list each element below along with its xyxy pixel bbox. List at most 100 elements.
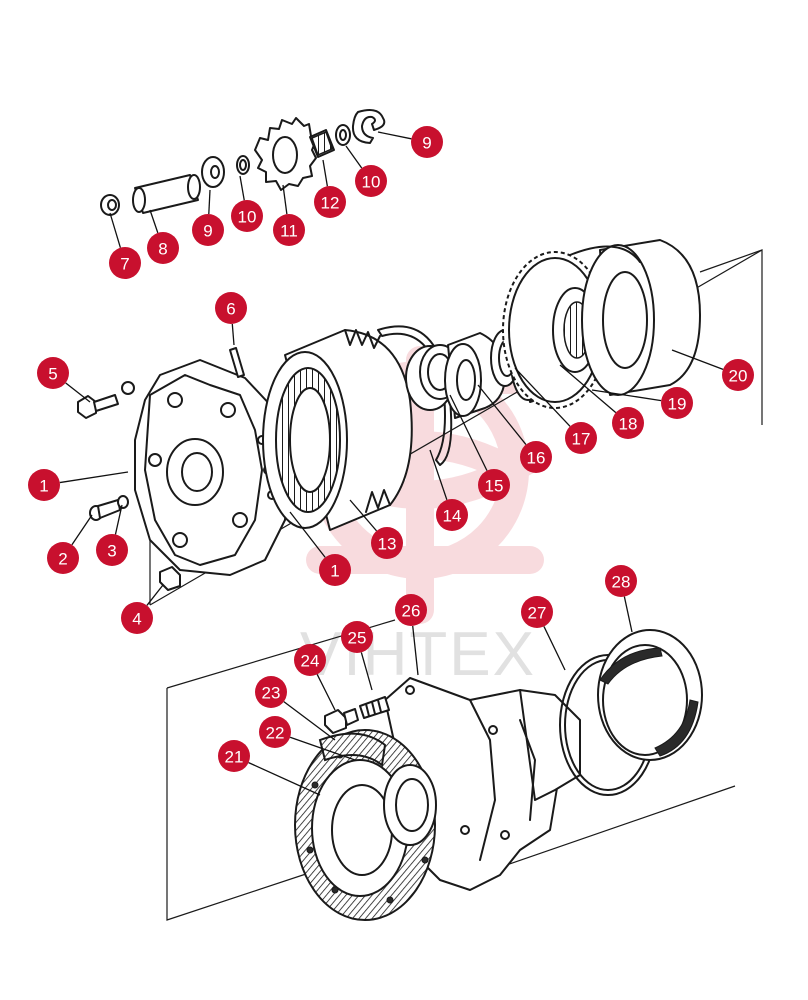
callout-badge xyxy=(722,359,754,391)
gasket xyxy=(318,732,387,767)
callout-badge xyxy=(355,165,387,197)
oil-seal xyxy=(597,629,703,761)
callout-8: 8 xyxy=(147,232,179,264)
planet-carrier xyxy=(134,359,291,576)
spacer-ring xyxy=(335,124,351,146)
callout-9: 9 xyxy=(411,126,443,158)
callout-badge xyxy=(478,469,510,501)
callout-leader xyxy=(671,349,724,370)
callout-number: 10 xyxy=(238,208,257,227)
needle-bearing xyxy=(309,129,335,158)
callout-leader xyxy=(591,389,662,402)
callout-1: 1 xyxy=(28,469,60,501)
callout-leader xyxy=(349,499,378,532)
callout-number: 28 xyxy=(612,573,631,592)
callout-number: 23 xyxy=(262,684,281,703)
callout-badge xyxy=(314,186,346,218)
callout-number: 18 xyxy=(619,415,638,434)
callout-badge xyxy=(411,126,443,158)
callout-leader xyxy=(412,625,419,676)
callout-number: 14 xyxy=(443,507,462,526)
callout-badge xyxy=(661,387,693,419)
callout-24: 24 xyxy=(294,644,326,676)
callout-badge xyxy=(255,676,287,708)
callout-badge xyxy=(612,407,644,439)
callout-leader xyxy=(114,504,123,535)
callout-badge xyxy=(231,200,263,232)
callout-6: 6 xyxy=(215,292,247,324)
thrust-washer xyxy=(201,156,225,188)
callout-badge xyxy=(259,716,291,748)
callout-17: 17 xyxy=(565,422,597,454)
callout-leader xyxy=(149,209,159,234)
callout-leader xyxy=(239,175,245,201)
callout-1: 1 xyxy=(319,554,351,586)
callout-5: 5 xyxy=(37,357,69,389)
callout-leader xyxy=(289,736,356,761)
callout-25: 25 xyxy=(341,621,373,653)
callout-badge xyxy=(319,554,351,586)
callout-number: 3 xyxy=(107,542,116,561)
callout-badge xyxy=(121,602,153,634)
callout-10: 10 xyxy=(355,165,387,197)
callout-13: 13 xyxy=(371,527,403,559)
callout-badge xyxy=(192,214,224,246)
callout-leader xyxy=(514,367,571,427)
callout-badge xyxy=(371,527,403,559)
callout-15: 15 xyxy=(478,469,510,501)
callout-number: 13 xyxy=(378,535,397,554)
callout-leader xyxy=(477,384,527,445)
callout-7: 7 xyxy=(109,247,141,279)
roll-pin xyxy=(229,347,245,378)
callout-22: 22 xyxy=(259,716,291,748)
watermark-text: VIHTEX xyxy=(300,620,536,689)
callout-badge xyxy=(395,594,427,626)
callout-badge xyxy=(47,542,79,574)
callout-28: 28 xyxy=(605,565,637,597)
callout-badge xyxy=(436,499,468,531)
callout-badge xyxy=(215,292,247,324)
callout-number: 15 xyxy=(485,477,504,496)
ring-gear xyxy=(262,329,413,531)
callout-number: 26 xyxy=(402,602,421,621)
callout-badge xyxy=(147,232,179,264)
callout-number: 21 xyxy=(225,748,244,767)
callout-number: 7 xyxy=(120,255,129,274)
breather-fitting xyxy=(324,708,359,734)
planet-gear xyxy=(254,117,317,191)
callout-number: 12 xyxy=(321,194,340,213)
hex-bolt xyxy=(77,381,135,419)
callout-3: 3 xyxy=(96,534,128,566)
spacer-ring xyxy=(236,155,250,175)
callout-badge xyxy=(218,740,250,772)
callout-11: 11 xyxy=(273,214,305,246)
callout-number: 1 xyxy=(39,477,48,496)
callout-9: 9 xyxy=(192,214,224,246)
callout-18: 18 xyxy=(612,407,644,439)
callout-leaders xyxy=(59,131,724,796)
callout-number: 27 xyxy=(528,604,547,623)
callout-number: 16 xyxy=(527,449,546,468)
callout-number: 20 xyxy=(729,367,748,386)
callout-leader xyxy=(109,212,122,248)
callout-leader xyxy=(283,701,336,741)
callout-2: 2 xyxy=(47,542,79,574)
callout-20: 20 xyxy=(722,359,754,391)
callout-14: 14 xyxy=(436,499,468,531)
planet-pin xyxy=(132,174,201,214)
callout-leader xyxy=(248,762,321,796)
plug-nut xyxy=(159,566,181,591)
callout-leader xyxy=(316,674,336,711)
callout-27: 27 xyxy=(521,596,553,628)
callout-number: 11 xyxy=(280,222,298,241)
stud xyxy=(359,696,390,719)
callout-badge xyxy=(520,441,552,473)
callout-leader xyxy=(345,145,363,169)
callout-badge xyxy=(96,534,128,566)
callout-number: 2 xyxy=(58,550,67,569)
callout-badge xyxy=(341,621,373,653)
callout-number: 1 xyxy=(330,562,339,581)
callout-leader xyxy=(289,511,326,558)
callout-leader xyxy=(208,189,211,215)
